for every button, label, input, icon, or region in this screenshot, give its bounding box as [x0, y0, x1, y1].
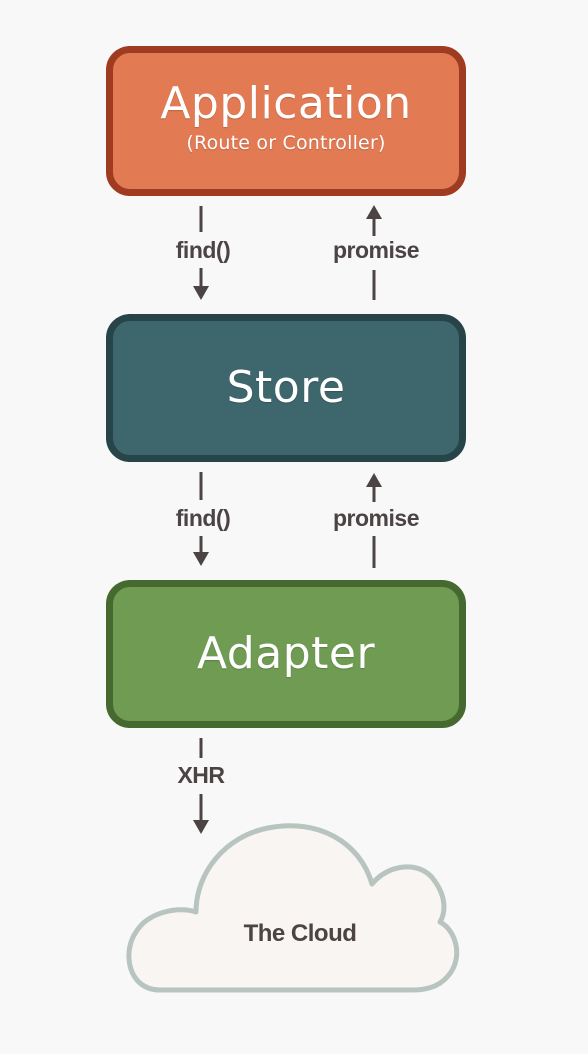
promise-arrow-store-to-app	[366, 205, 382, 300]
find-label-app-store: find()	[175, 237, 231, 263]
cloud-label: The Cloud	[243, 920, 357, 947]
store-title: Store	[226, 362, 346, 413]
find-label-store-adapter: find()	[175, 505, 231, 531]
application-title: Application	[160, 78, 412, 129]
promise-arrow-adapter-to-store	[366, 473, 382, 568]
application-box: Application (Route or Controller)	[106, 46, 466, 196]
find-arrow-store-to-adapter	[193, 472, 209, 566]
promise-label-store-app: promise	[333, 237, 419, 263]
adapter-title: Adapter	[196, 628, 376, 679]
cloud-shape	[126, 823, 460, 993]
xhr-arrow-adapter-to-cloud	[193, 738, 209, 834]
xhr-label: XHR	[177, 762, 225, 788]
promise-label-adapter-store: promise	[333, 505, 419, 531]
find-arrow-app-to-store	[193, 206, 209, 300]
adapter-box: Adapter	[106, 580, 466, 728]
application-subtitle: (Route or Controller)	[186, 132, 386, 154]
store-box: Store	[106, 314, 466, 462]
